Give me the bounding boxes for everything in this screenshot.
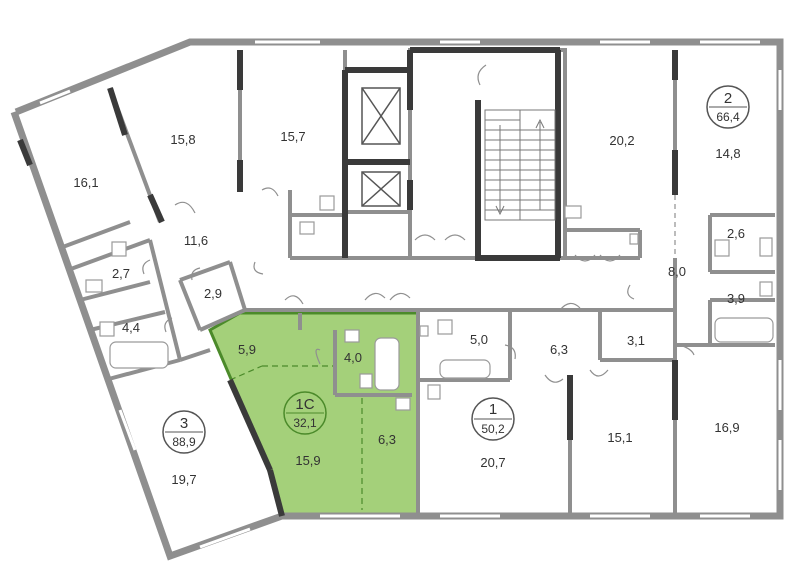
staircase bbox=[484, 109, 556, 221]
room-area: 2,9 bbox=[204, 286, 222, 301]
room-area: 4,0 bbox=[344, 350, 362, 365]
room-area: 15,1 bbox=[607, 430, 632, 445]
apartment-area: 32,1 bbox=[293, 416, 317, 430]
apartment-number: 3 bbox=[180, 415, 188, 432]
room-area: 16,9 bbox=[714, 420, 739, 435]
interior-walls bbox=[59, 48, 775, 516]
apartment-number: 1C bbox=[295, 396, 314, 413]
room-area: 2,6 bbox=[727, 226, 745, 241]
room-area: 16,1 bbox=[73, 175, 98, 190]
apartment-badge-1c[interactable]: 1C 32,1 bbox=[283, 391, 327, 435]
apartment-area: 50,2 bbox=[481, 422, 505, 436]
sanitary-fixtures bbox=[85, 195, 774, 411]
room-area: 14,8 bbox=[715, 146, 740, 161]
room-area: 3,9 bbox=[727, 291, 745, 306]
room-area: 15,7 bbox=[280, 129, 305, 144]
apartment-number: 1 bbox=[489, 401, 497, 418]
room-area: 20,7 bbox=[480, 455, 505, 470]
room-area-labels: 16,1 15,8 15,7 20,2 14,8 11,6 2,7 2,9 4,… bbox=[73, 129, 745, 487]
elevator-shafts bbox=[361, 87, 401, 207]
apartment-area: 66,4 bbox=[716, 110, 740, 124]
room-area: 6,3 bbox=[550, 342, 568, 357]
room-area: 19,7 bbox=[171, 472, 196, 487]
doors bbox=[142, 64, 695, 383]
room-area: 20,2 bbox=[609, 133, 634, 148]
room-area: 8,0 bbox=[668, 264, 686, 279]
windows bbox=[18, 40, 782, 549]
dark-wall-segments bbox=[17, 47, 678, 517]
apartment-badge-1[interactable]: 1 50,2 bbox=[471, 397, 515, 441]
room-area: 5,9 bbox=[238, 342, 256, 357]
room-area: 2,7 bbox=[112, 266, 130, 281]
room-area: 6,3 bbox=[378, 432, 396, 447]
room-area: 4,4 bbox=[122, 320, 140, 335]
apartment-number: 2 bbox=[724, 90, 732, 107]
room-area: 11,6 bbox=[184, 233, 208, 248]
room-area: 15,9 bbox=[295, 453, 320, 468]
room-area: 15,8 bbox=[170, 132, 195, 147]
apartment-1c-dashed-partitions bbox=[229, 365, 363, 510]
room-area: 5,0 bbox=[470, 332, 488, 347]
apartment-badge-3[interactable]: 3 88,9 bbox=[162, 410, 206, 454]
apartment-area: 88,9 bbox=[172, 435, 196, 449]
room-area: 3,1 bbox=[627, 333, 645, 348]
apartment-badge-2[interactable]: 2 66,4 bbox=[706, 85, 750, 129]
